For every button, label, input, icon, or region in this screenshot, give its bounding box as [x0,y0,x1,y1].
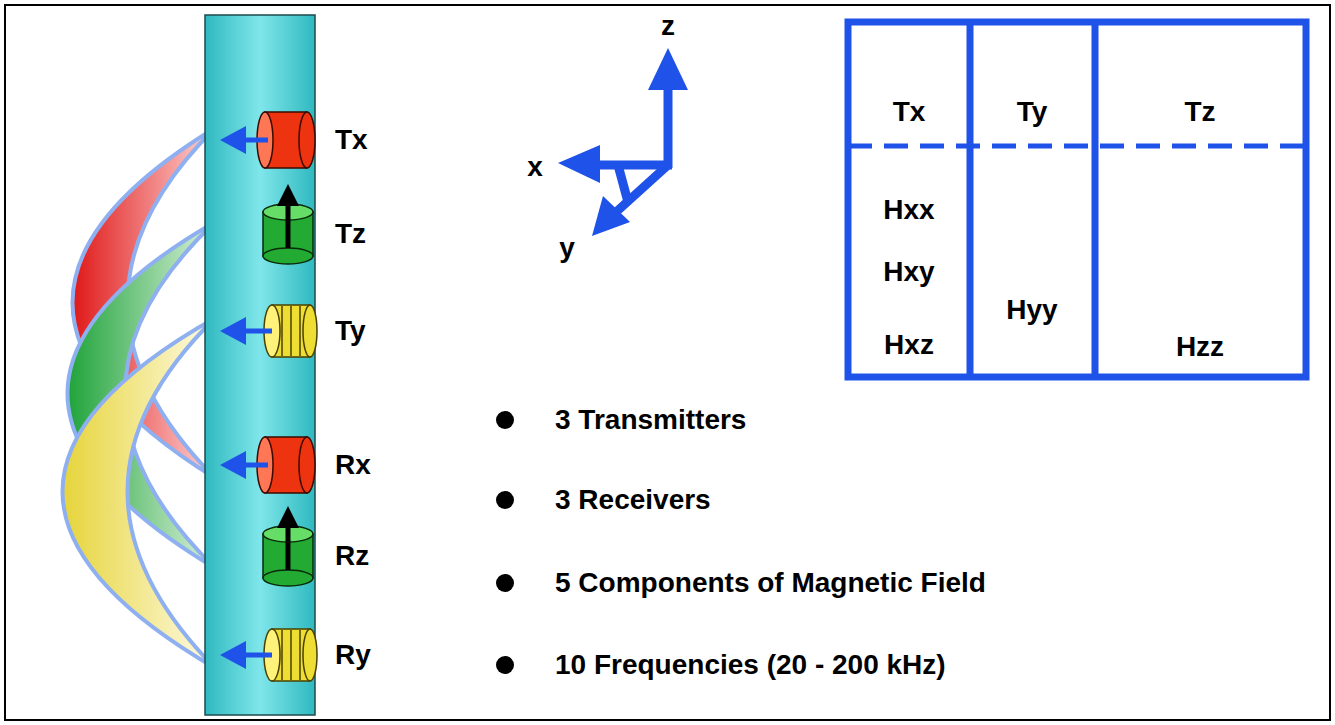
frame-border [5,5,1330,720]
moment-arrows [220,126,272,669]
table-header: Tz [1184,96,1215,128]
component-table [848,22,1306,377]
coil-end [263,570,313,586]
coil-label: Ry [335,639,371,671]
table-header: Ty [1017,96,1048,128]
coil-rib [290,630,292,680]
y-axis [615,165,668,213]
coil-rib [299,630,301,680]
bullet-text: 3 Receivers [555,484,711,516]
coil-rib [281,306,283,356]
coil-label: Rz [335,540,369,572]
axis-label: y [559,232,575,264]
coil-end [303,305,317,357]
table-divider [1092,22,1099,377]
bullets [496,411,514,674]
z-arrow-head [648,48,688,90]
coil-end [303,629,317,681]
table-cell: Hxx [883,194,934,226]
coil-label: Ty [335,315,366,347]
table-divider [967,22,974,377]
coil-end [263,248,313,264]
bullet-text: 10 Frequencies (20 - 200 kHz) [555,649,946,681]
table-border [848,22,1306,377]
axis-label: z [661,10,675,42]
coil-rib [281,630,283,680]
table-cell: Hxy [883,256,934,288]
axis-label: x [527,151,543,183]
bullet-dot [496,411,514,429]
table-header: Tx [893,96,926,128]
field-crescents [63,128,216,668]
coil-end [299,437,315,493]
bullet-dot [496,574,514,592]
coil-label: Rx [335,449,371,481]
coil-end [299,112,315,168]
x-arrow-head [558,145,600,183]
arrow-head [220,126,246,154]
coil-label: Tx [335,124,368,156]
arrow-shaft [286,527,291,570]
field-crescent-yellow [63,318,216,668]
axis-brace [618,165,628,202]
arrow-shaft [286,205,291,248]
arrow-head [220,451,246,479]
coil-rib [299,306,301,356]
bullet-text: 5 Components of Magnetic Field [555,567,986,599]
axis-triad [558,48,688,236]
tool-pipe [205,15,315,715]
coil-rib [290,306,292,356]
arrow-head [220,641,246,669]
z-moment-arrow [277,506,299,570]
arrow-head [277,184,299,206]
bullet-dot [496,656,514,674]
arrow-head [277,506,299,528]
z-moment-arrow [277,184,299,248]
table-cell: Hyy [1006,294,1057,326]
bullet-dot [496,491,514,509]
z-axis [664,85,673,168]
arrow-head [220,317,246,345]
z-coil [263,526,313,586]
table-cell: Hxz [884,329,934,361]
table-cell: Hzz [1176,331,1224,363]
coil-label: Tz [335,218,366,250]
bullet-text: 3 Transmitters [555,404,746,436]
table-dashed-rule [848,144,1306,149]
z-coil [263,204,313,264]
